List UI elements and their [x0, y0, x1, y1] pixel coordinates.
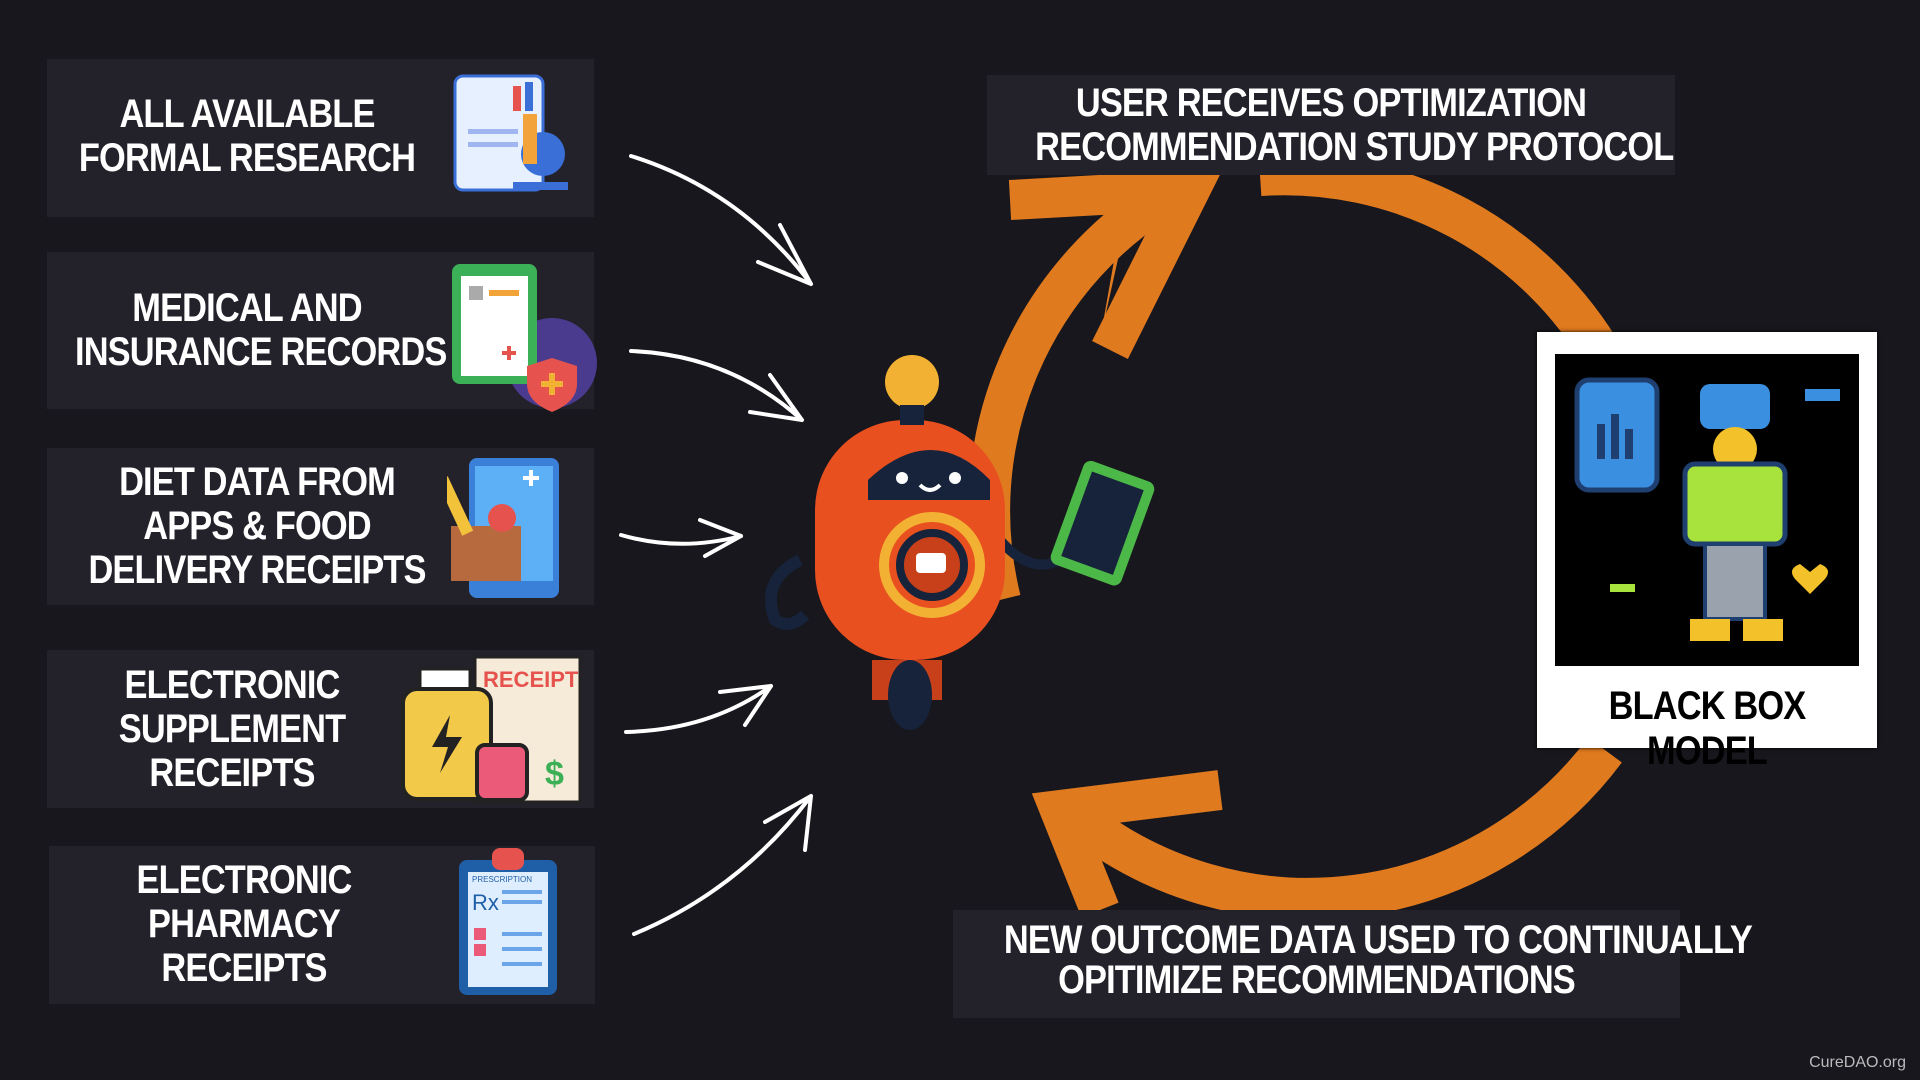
- black-box-model-card: BLACK BOX MODEL: [1537, 332, 1877, 773]
- cycle-arrowhead-top-line: [1008, 168, 1224, 359]
- feedback-label: New outcome data used to continually opi…: [1003, 918, 1753, 1002]
- input-arrow-4: [624, 684, 773, 734]
- label-line: New outcome data used to continually: [1003, 918, 1753, 962]
- output-box-protocol: User receives optimization recommendatio…: [987, 75, 1675, 175]
- grocery-tablet-icon: [447, 458, 559, 598]
- source-label: All available formal research: [75, 92, 419, 180]
- black-box-illustration: [1555, 354, 1859, 666]
- input-arrow-3: [619, 518, 743, 558]
- source-label: Electronic supplement receipts: [73, 663, 391, 795]
- cycle-arc-bottom: [1067, 737, 1622, 920]
- input-arrow-5: [632, 794, 813, 936]
- robot-figure-icon: [1574, 377, 1840, 641]
- output-label: User receives optimization recommendatio…: [1035, 81, 1674, 169]
- label-line: Medical and: [132, 286, 362, 330]
- source-label: Diet data from apps & food delivery rece…: [76, 460, 437, 592]
- source-box-supplement: Electronic supplement receipts RECEIPT $: [47, 650, 594, 808]
- label-line: User receives optimization: [1075, 81, 1587, 125]
- medical-clipboard-icon: [452, 264, 597, 412]
- label-line: delivery receipts: [88, 548, 426, 592]
- label-line: formal research: [78, 136, 416, 180]
- label-line: opitimize recommendations: [1058, 958, 1576, 1002]
- label-line: receipts: [161, 946, 327, 990]
- receipt-word: RECEIPT: [483, 667, 579, 692]
- black-box-title: BLACK BOX MODEL: [1608, 684, 1807, 773]
- source-box-medical: Medical and insurance records: [47, 252, 597, 412]
- input-arrow-2: [629, 349, 804, 422]
- label-line: receipts: [149, 751, 315, 795]
- supplement-receipt-icon: RECEIPT $: [401, 655, 582, 804]
- label-line: Diet data from: [119, 460, 396, 504]
- label-line: recommendation study protocol: [1035, 125, 1674, 169]
- label-line: All available: [119, 92, 375, 136]
- feedback-box-outcome: New outcome data used to continually opi…: [953, 910, 1753, 1018]
- input-arrows: [619, 154, 813, 936]
- source-label: Medical and insurance records: [75, 286, 447, 374]
- prescription-clipboard-icon: PRESCRIPTION Rx: [459, 848, 557, 995]
- robot-illustration: [765, 355, 1155, 730]
- cycle-arc-right: [1258, 153, 1624, 371]
- footer-credit: CureDAO.org: [1809, 1054, 1906, 1071]
- label-line: Electronic: [124, 663, 341, 707]
- label-line: insurance records: [75, 330, 447, 374]
- research-microscope-icon: [453, 74, 568, 192]
- prescription-word: PRESCRIPTION: [472, 875, 532, 884]
- label-line: supplement: [118, 707, 346, 751]
- svg-text:Rx: Rx: [472, 890, 499, 915]
- source-box-research: All available formal research: [47, 59, 594, 217]
- source-box-pharmacy: Electronic pharmacy receipts PRESCRIPTIO…: [49, 846, 595, 1004]
- label-line: Electronic: [136, 858, 353, 902]
- label-line: apps & food: [143, 504, 371, 548]
- cycle-arrowhead-bottom-line: [1031, 770, 1223, 918]
- source-label: Electronic pharmacy receipts: [76, 858, 411, 990]
- source-box-diet: Diet data from apps & food delivery rece…: [47, 448, 594, 605]
- input-arrow-1: [629, 154, 813, 286]
- svg-text:$: $: [545, 755, 564, 793]
- label-line: pharmacy: [148, 902, 341, 946]
